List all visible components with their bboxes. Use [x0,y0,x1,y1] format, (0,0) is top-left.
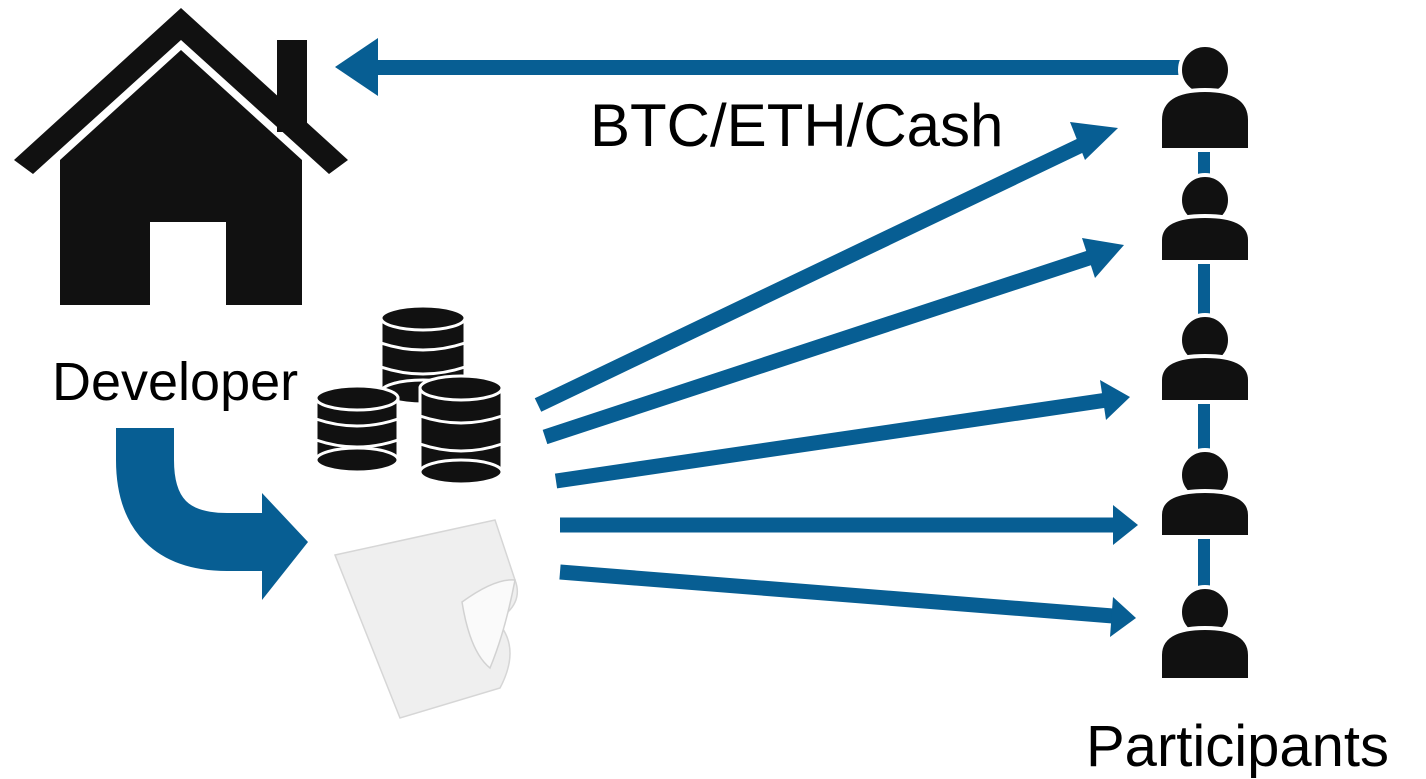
person-icon [1158,313,1252,404]
person-icon [1158,173,1252,264]
developer-label: Developer [52,352,299,412]
distribution-arrow-1 [534,122,1118,412]
distribution-arrow-3 [554,380,1130,489]
currency-label: BTC/ETH/Cash [590,92,1004,159]
coin-stack-left [314,384,400,474]
distribution-arrow-5 [559,564,1136,637]
house-icon [14,8,348,305]
person-icon [1158,43,1252,152]
coin-stack-right [418,374,504,486]
participants-group [1158,43,1252,682]
person-icon [1158,448,1252,539]
distribution-arrow-4 [560,505,1138,545]
paper-document-icon [333,519,519,719]
person-icon [1158,585,1252,682]
payment-arrow [335,38,1180,96]
coin-stack-icon [314,304,504,486]
curved-arrow [116,428,308,600]
distribution-arrow-2 [542,238,1124,445]
participants-label: Participants [1086,714,1390,779]
distribution-arrows [534,122,1138,637]
